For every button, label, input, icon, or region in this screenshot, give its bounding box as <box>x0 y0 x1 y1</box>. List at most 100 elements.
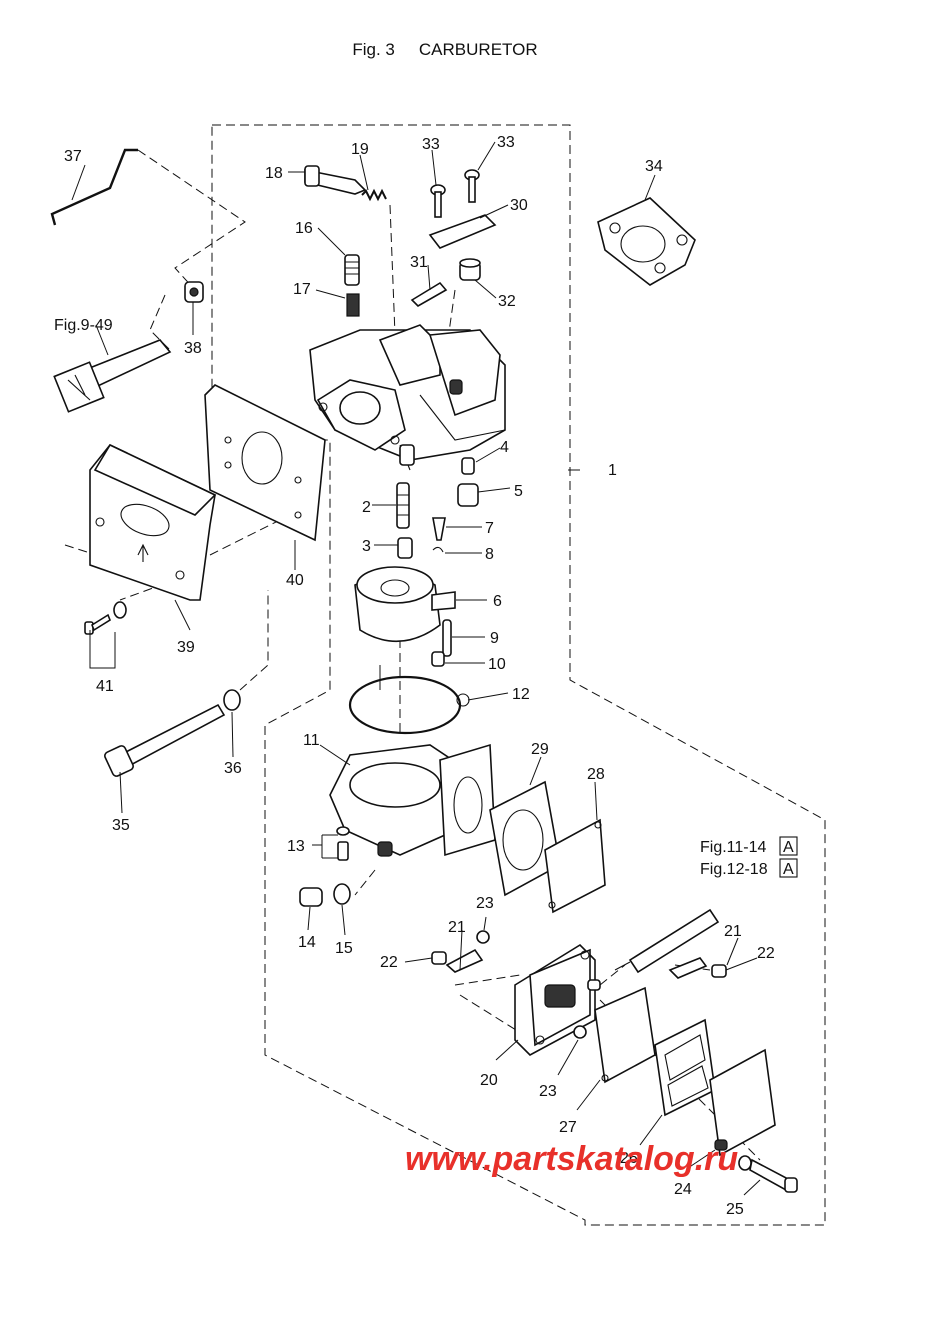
callout-labels: 1 2 3 4 5 6 7 8 9 10 11 12 13 14 15 16 1… <box>64 134 775 1218</box>
part-2-main-nozzle <box>396 482 410 529</box>
callout-8: 8 <box>485 546 494 563</box>
leader-lines <box>71 141 761 1196</box>
part-22-screw-b <box>711 964 727 978</box>
watermark-text: www.partskatalog.ru <box>405 1140 738 1178</box>
part-36-washer <box>223 689 241 711</box>
ref-fig-11-14: Fig.11-14 <box>700 839 767 856</box>
callout-39: 39 <box>177 639 195 656</box>
part-8-clip <box>432 546 444 553</box>
part-4-jet <box>461 457 475 475</box>
cross-references: Fig.9-49 Fig.11-14 A Fig.12-18 A <box>54 317 798 878</box>
callout-26: 26 <box>620 1150 638 1167</box>
figure-number: Fig. 3 <box>352 40 395 59</box>
callout-22a: 22 <box>380 954 398 971</box>
part-5-plug <box>457 483 479 507</box>
assembly-boundary-upper <box>211 124 826 1226</box>
callout-9: 9 <box>490 630 499 647</box>
callout-21a: 21 <box>448 919 466 936</box>
link-dash-hose <box>599 964 626 986</box>
ref-box-a-1-letter: A <box>783 839 794 856</box>
part-6-float <box>354 566 456 643</box>
ref-fig-12-18: Fig.12-18 <box>700 861 768 878</box>
callout-15: 15 <box>335 940 353 957</box>
callout-14: 14 <box>298 934 316 951</box>
callout-23a: 23 <box>476 895 494 912</box>
callout-41: 41 <box>96 678 114 695</box>
part-35-long-bolt <box>104 703 226 777</box>
callout-31: 31 <box>410 254 428 271</box>
callout-7: 7 <box>485 520 494 537</box>
callout-10: 10 <box>488 656 506 673</box>
part-19-spring <box>361 188 387 202</box>
link-dash-37 <box>137 149 246 291</box>
part-10-screw <box>431 651 445 667</box>
part-12-o-ring <box>348 675 470 735</box>
part-7-needle-valve <box>432 517 446 541</box>
ref-box-a-2 <box>779 858 798 878</box>
callout-40: 40 <box>286 572 304 589</box>
callout-24: 24 <box>674 1181 692 1198</box>
part-24-pump-cover <box>709 1048 776 1157</box>
callout-6: 6 <box>493 593 502 610</box>
part-9-float-pin <box>442 619 452 657</box>
callout-37: 37 <box>64 148 82 165</box>
part-13-drain-screw <box>336 826 350 861</box>
part-25-screw <box>738 1155 798 1193</box>
part-34-intake-gasket <box>597 197 696 286</box>
callout-36: 36 <box>224 760 242 777</box>
part-23-nut-a <box>476 930 490 944</box>
part-38-nut <box>184 281 204 303</box>
part-32-cap <box>459 258 481 281</box>
callout-25: 25 <box>726 1201 744 1218</box>
part-21-clip-b <box>668 957 708 979</box>
part-22-screw-a <box>431 951 447 965</box>
callout-35: 35 <box>112 817 130 834</box>
part-fuel-hose-ref <box>614 908 720 974</box>
part-33-screw-b <box>464 169 480 203</box>
callout-23b: 23 <box>539 1083 557 1100</box>
part-26-gasket <box>654 1018 716 1117</box>
callout-29: 29 <box>531 741 549 758</box>
callout-1: 1 <box>608 462 617 479</box>
part-3-main-jet <box>397 537 413 559</box>
part-31-gasket <box>410 281 448 307</box>
part-41-screw-washer <box>84 601 127 635</box>
callout-28: 28 <box>587 766 605 783</box>
part-33-screw-a <box>430 184 446 218</box>
part-14-plug <box>299 887 323 907</box>
ref-box-a-2-letter: A <box>783 861 794 878</box>
part-16-pilot-screw <box>344 254 360 286</box>
part-39-silencer-cover <box>89 443 217 601</box>
callout-18: 18 <box>265 165 283 182</box>
part-choke-knob-ref <box>53 339 172 413</box>
callout-32: 32 <box>498 293 516 310</box>
part-17-spring <box>346 293 360 317</box>
part-28-cover <box>544 818 606 914</box>
part-30-cover-plate <box>428 214 497 249</box>
part-27-diaphragm <box>594 986 656 1084</box>
callout-3: 3 <box>362 538 371 555</box>
callout-33a: 33 <box>422 136 440 153</box>
callout-4: 4 <box>500 439 509 456</box>
callout-33b: 33 <box>497 134 515 151</box>
part-1-carburetor-body <box>309 324 506 471</box>
callout-17: 17 <box>293 281 311 298</box>
ref-box-a-1 <box>779 836 798 856</box>
callout-34: 34 <box>645 158 663 175</box>
callout-11: 11 <box>303 732 320 749</box>
callout-38: 38 <box>184 340 202 357</box>
callout-16: 16 <box>295 220 313 237</box>
link-dash-18 <box>389 204 396 336</box>
callout-12: 12 <box>512 686 530 703</box>
callout-13: 13 <box>287 838 305 855</box>
callout-30: 30 <box>510 197 528 214</box>
callout-19: 19 <box>351 141 369 158</box>
link-dash-13 <box>354 869 376 896</box>
callout-22b: 22 <box>757 945 775 962</box>
callout-5: 5 <box>514 483 523 500</box>
part-15-washer <box>333 883 351 905</box>
callout-20: 20 <box>480 1072 498 1089</box>
